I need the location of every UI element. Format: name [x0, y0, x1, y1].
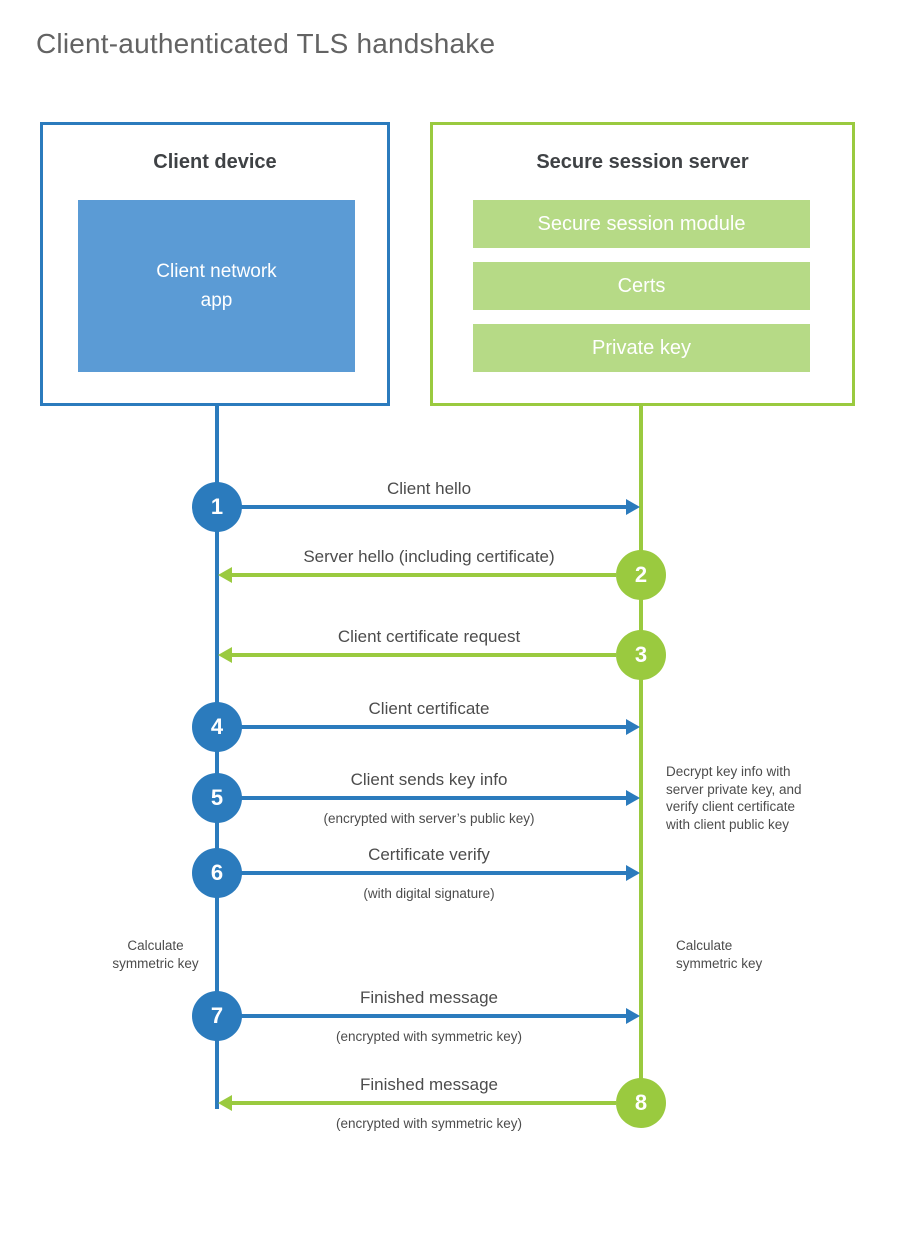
secure-session-server-title: Secure session server [536, 151, 749, 173]
step-circle-2: 2 [616, 550, 666, 600]
message-sublabel: (with digital signature) [363, 886, 495, 901]
step-circle-6: 6 [192, 848, 242, 898]
message-label: Server hello (including certificate) [303, 547, 555, 566]
arrowhead-right-icon [626, 719, 640, 735]
step-circle-5: 5 [192, 773, 242, 823]
message-sublabel: (encrypted with server’s public key) [323, 811, 535, 826]
step-circle-4: 4 [192, 702, 242, 752]
arrow-right [240, 796, 626, 800]
server-certs-bar: Certs [473, 262, 810, 310]
arrowhead-right-icon [626, 865, 640, 881]
client-lifeline [215, 405, 219, 1109]
step-circle-8: 8 [616, 1078, 666, 1128]
arrow-right [240, 725, 626, 729]
message-sublabel: (encrypted with symmetric key) [335, 1116, 523, 1131]
message-label: Client hello [386, 479, 472, 498]
server-module-bar: Secure session module [473, 200, 810, 248]
arrow-left [232, 573, 616, 577]
arrow-right [240, 1014, 626, 1018]
message-label: Client certificate request [337, 627, 521, 646]
arrowhead-right-icon [626, 499, 640, 515]
step-circle-7: 7 [192, 991, 242, 1041]
arrowhead-left-icon [218, 647, 232, 663]
arrowhead-right-icon [626, 1008, 640, 1024]
message-label: Finished message [360, 988, 498, 1007]
arrow-left [232, 1101, 616, 1105]
client-device-title: Client device [153, 151, 277, 173]
arrow-left [232, 653, 616, 657]
message-label: Client sends key info [350, 770, 508, 789]
server-lifeline [639, 405, 643, 1105]
message-sublabel: (encrypted with symmetric key) [335, 1029, 523, 1044]
secure-session-server-box: Secure session server Secure session mod… [430, 122, 855, 406]
message-label: Finished message [360, 1075, 498, 1094]
decrypt-key-info-note: Decrypt key info with server private key… [666, 764, 802, 832]
message-label: Certificate verify [368, 845, 490, 864]
calculate-symmetric-key-note-client: Calculate symmetric key [112, 938, 199, 971]
server-private-key-bar: Private key [473, 324, 810, 372]
calculate-symmetric-key-note-server: Calculate symmetric key [676, 938, 763, 971]
arrowhead-left-icon [218, 567, 232, 583]
arrow-right [240, 505, 626, 509]
step-circle-1: 1 [192, 482, 242, 532]
arrow-right [240, 871, 626, 875]
client-network-app-box: Client network app [78, 200, 355, 372]
arrowhead-right-icon [626, 790, 640, 806]
page-title: Client-authenticated TLS handshake [36, 28, 496, 59]
message-label: Client certificate [368, 699, 490, 718]
step-circle-3: 3 [616, 630, 666, 680]
client-device-box: Client device Client network app [40, 122, 390, 406]
arrowhead-left-icon [218, 1095, 232, 1111]
